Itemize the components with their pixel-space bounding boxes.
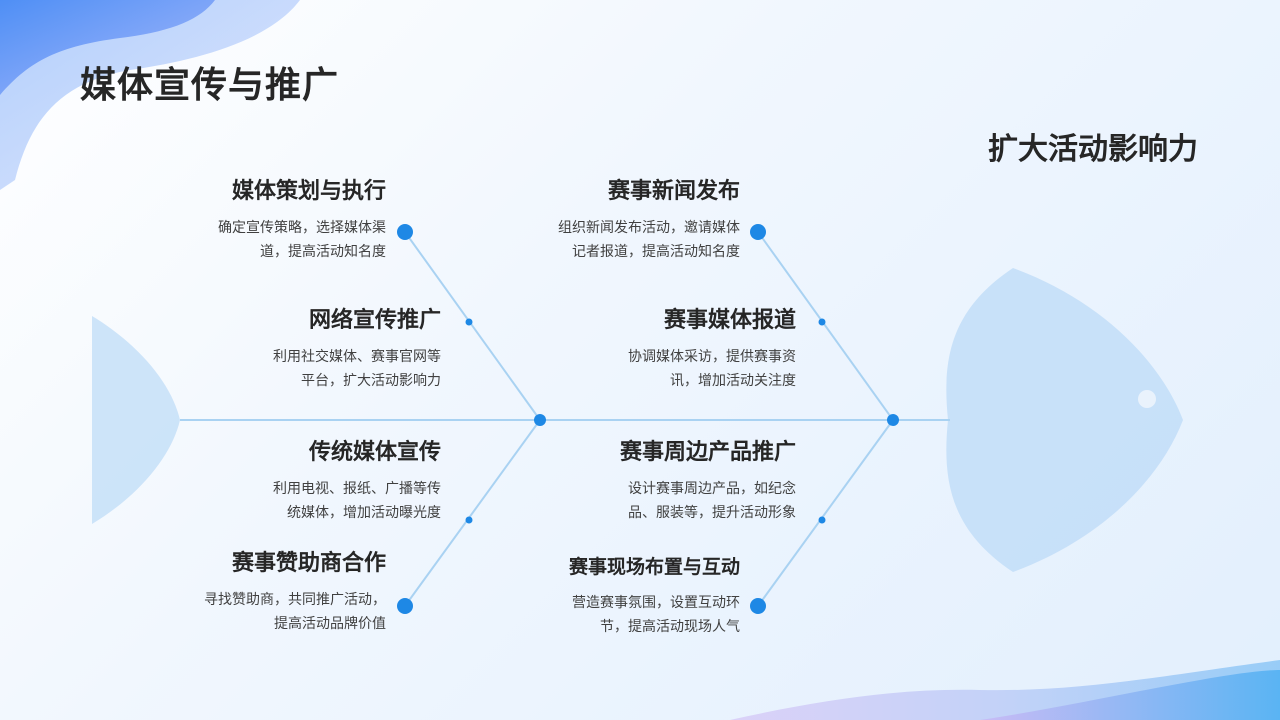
fish-tail xyxy=(92,316,180,524)
cause-title: 赛事新闻发布 xyxy=(607,179,740,204)
cause-sponsor-cooperation: 赛事赞助商合作 寻找赞助商，共同推广活动， 提高活动品牌价值 xyxy=(136,550,386,636)
goal-label: 扩大活动影响力 xyxy=(988,132,1198,167)
cause-title: 赛事赞助商合作 xyxy=(231,551,386,576)
node-bottom-left-mid xyxy=(465,516,473,524)
cause-online-promotion: 网络宣传推广 利用社交媒体、赛事官网等 平台，扩大活动影响力 xyxy=(191,307,441,393)
corner-blob-dark xyxy=(0,0,215,95)
cause-desc: 寻找赞助商，共同推广活动， 提高活动品牌价值 xyxy=(204,592,386,632)
page-title: 媒体宣传与推广 xyxy=(80,65,340,106)
cause-title: 网络宣传推广 xyxy=(308,308,441,333)
node-top-right-mid xyxy=(818,318,826,326)
cause-desc: 设计赛事周边产品，如纪念 品、服装等，提升活动形象 xyxy=(628,481,796,521)
cause-desc: 营造赛事氛围，设置互动环 节，提高活动现场人气 xyxy=(572,595,740,635)
cause-title: 赛事媒体报道 xyxy=(663,308,796,333)
cause-title: 传统媒体宣传 xyxy=(308,440,441,465)
cause-desc: 利用电视、报纸、广播等传 统媒体，增加活动曝光度 xyxy=(273,481,441,521)
cause-title: 赛事现场布置与互动 xyxy=(568,556,740,578)
bone-top-left xyxy=(404,231,541,421)
cause-media-planning: 媒体策划与执行 确定宣传策略，选择媒体渠 道，提高活动知名度 xyxy=(136,178,386,264)
bone-bottom-left xyxy=(404,419,541,607)
fish-eye xyxy=(1138,390,1156,408)
cause-desc: 利用社交媒体、赛事官网等 平台，扩大活动影响力 xyxy=(273,349,441,389)
cause-media-coverage: 赛事媒体报道 协调媒体采访，提供赛事资 讯，增加活动关注度 xyxy=(546,307,796,393)
cause-merchandise-promotion: 赛事周边产品推广 设计赛事周边产品，如纪念 品、服装等，提升活动形象 xyxy=(546,439,796,525)
corner-blob-light xyxy=(0,0,300,190)
cause-desc: 确定宣传策略，选择媒体渠 道，提高活动知名度 xyxy=(218,220,386,260)
bone-bottom-right xyxy=(757,419,894,607)
node-spine-left xyxy=(534,414,546,426)
cause-venue-interaction: 赛事现场布置与互动 营造赛事氛围，设置互动环 节，提高活动现场人气 xyxy=(490,553,740,639)
node-top-left-mid xyxy=(465,318,473,326)
node-top-left-end xyxy=(397,224,413,240)
node-bottom-left-end xyxy=(397,598,413,614)
node-bottom-right-mid xyxy=(818,516,826,524)
node-top-right-end xyxy=(750,224,766,240)
cause-desc: 组织新闻发布活动，邀请媒体 记者报道，提高活动知名度 xyxy=(558,220,740,260)
cause-press-release: 赛事新闻发布 组织新闻发布活动，邀请媒体 记者报道，提高活动知名度 xyxy=(490,178,740,264)
cause-title: 媒体策划与执行 xyxy=(231,179,386,204)
cause-desc: 协调媒体采访，提供赛事资 讯，增加活动关注度 xyxy=(628,349,796,389)
fish-head xyxy=(946,268,1183,572)
cause-traditional-media: 传统媒体宣传 利用电视、报纸、广播等传 统媒体，增加活动曝光度 xyxy=(191,439,441,525)
bottom-wave-dark xyxy=(980,670,1280,720)
node-bottom-right-end xyxy=(750,598,766,614)
node-spine-right xyxy=(887,414,899,426)
cause-title: 赛事周边产品推广 xyxy=(619,440,796,465)
bone-top-right xyxy=(757,231,894,421)
